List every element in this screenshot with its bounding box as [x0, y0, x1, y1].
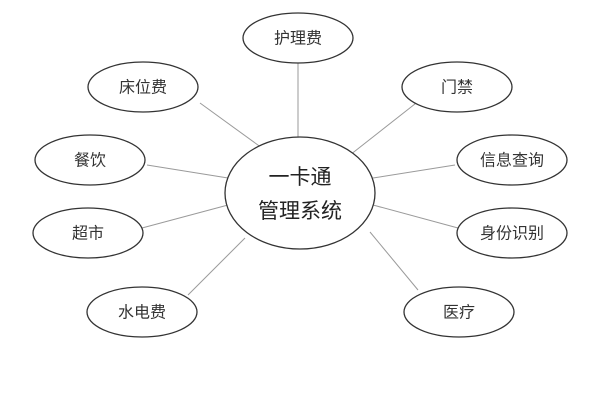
node-utility-fee: 水电费 [86, 286, 198, 338]
node-dining-label: 餐饮 [74, 151, 106, 170]
connector-utility-fee [187, 237, 246, 296]
node-supermarket: 超市 [32, 207, 144, 259]
connector-access-control [349, 99, 421, 156]
connector-info-query [372, 164, 456, 179]
node-dining: 餐饮 [34, 134, 146, 186]
node-info-query: 信息查询 [456, 134, 568, 186]
center-title-line2: 管理系统 [258, 199, 342, 223]
node-bed-fee-label: 床位费 [119, 78, 167, 97]
node-utility-fee-label: 水电费 [118, 303, 166, 322]
node-bed-fee: 床位费 [87, 61, 199, 113]
connectors [141, 62, 459, 296]
node-nursing-fee-label: 护理费 [274, 29, 322, 48]
connector-dining [146, 164, 229, 179]
node-identity: 身份识别 [456, 207, 568, 259]
center-node-ellipse [224, 136, 376, 250]
connector-bed-fee [199, 102, 263, 149]
node-info-query-label: 信息查询 [480, 151, 544, 170]
node-access-control-label: 门禁 [441, 78, 473, 97]
center-title-line1: 一卡通 [269, 165, 332, 189]
node-nursing-fee: 护理费 [242, 12, 354, 64]
node-medical-label: 医疗 [443, 303, 475, 322]
connector-supermarket [141, 204, 229, 229]
connector-identity [372, 204, 459, 229]
node-identity-label: 身份识别 [480, 224, 544, 243]
node-medical: 医疗 [403, 286, 515, 338]
connector-medical [369, 231, 419, 291]
node-supermarket-label: 超市 [72, 224, 104, 243]
node-access-control: 门禁 [401, 61, 513, 113]
center-node: 一卡通 管理系统 [224, 136, 376, 250]
